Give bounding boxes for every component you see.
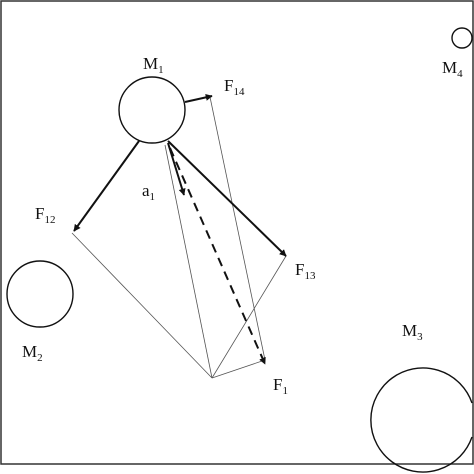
label-f14: F14 — [224, 76, 245, 98]
label-m3: M3 — [402, 321, 423, 343]
label-m4: M4 — [442, 58, 463, 80]
construction-line-f12-to-resultant — [71, 232, 213, 379]
force-f13-arrow — [167, 140, 287, 257]
label-m2: M2 — [22, 342, 43, 364]
construction-line-f14-to-f1 — [209, 96, 266, 361]
construction-lines — [71, 96, 287, 379]
label-f13: F13 — [295, 260, 316, 282]
mass-m2-circle — [6, 260, 74, 328]
construction-line-m1-to-resultant — [164, 144, 213, 379]
mass-m3-circle — [370, 367, 473, 473]
force-f12-arrow — [73, 140, 140, 232]
force-vectors — [73, 93, 287, 365]
mass-m4-circle — [451, 27, 473, 49]
mass-m1-circle — [118, 76, 186, 144]
label-f1: F1 — [273, 375, 288, 397]
label-m1: M1 — [143, 54, 164, 76]
construction-line-f13-to-resultant — [211, 255, 287, 379]
label-f12: F12 — [35, 204, 55, 226]
force-f1-resultant-arrow — [169, 147, 266, 365]
force-f14-arrow — [184, 93, 213, 103]
label-a1: a1 — [142, 181, 155, 203]
construction-line-resultant-to-f1 — [211, 359, 266, 379]
